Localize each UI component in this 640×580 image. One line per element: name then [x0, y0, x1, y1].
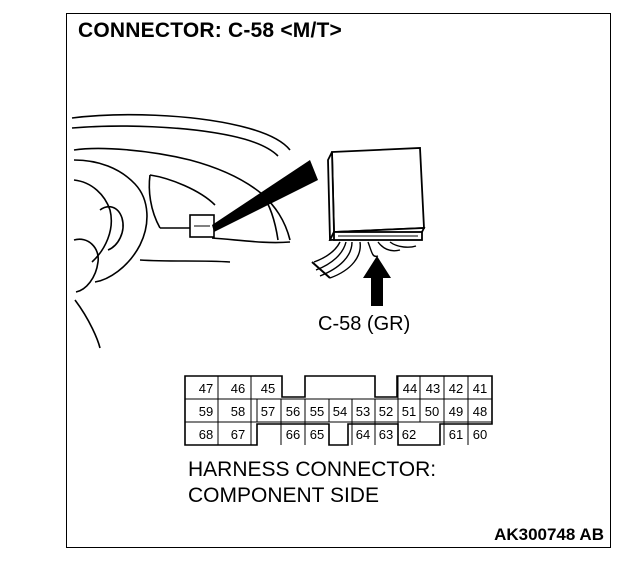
pin-64: 64: [356, 427, 370, 442]
pin-65: 65: [310, 427, 324, 442]
pin-68: 68: [199, 427, 213, 442]
pin-57: 57: [261, 404, 275, 419]
dashboard-drawing: [71, 113, 291, 349]
pin-41: 41: [473, 381, 487, 396]
harness-wires: [311, 241, 417, 279]
connector-label: C-58 (GR): [318, 313, 411, 335]
pin-66: 66: [286, 427, 300, 442]
pin-50: 50: [425, 404, 439, 419]
pin-49: 49: [449, 404, 463, 419]
pointer-wedge: [212, 160, 318, 232]
pin-63: 63: [379, 427, 393, 442]
pin-55: 55: [310, 404, 324, 419]
pin-60: 60: [473, 427, 487, 442]
pin-48: 48: [473, 404, 487, 419]
pin-62: 62: [402, 427, 416, 442]
pin-61: 61: [449, 427, 463, 442]
pin-54: 54: [333, 404, 347, 419]
caption-line-1: HARNESS CONNECTOR:: [188, 458, 437, 481]
figure-code: AK300748 AB: [494, 525, 604, 544]
ecu-module: [327, 147, 426, 241]
diagram-frame: [66, 13, 611, 548]
harness-caption: HARNESS CONNECTOR: COMPONENT SIDE: [188, 457, 436, 509]
caption-line-2: COMPONENT SIDE: [188, 484, 379, 507]
pin-58: 58: [231, 404, 245, 419]
pin-51: 51: [402, 404, 416, 419]
pin-47: 47: [199, 381, 213, 396]
pin-45: 45: [261, 381, 275, 396]
pin-56: 56: [286, 404, 300, 419]
pin-52: 52: [379, 404, 393, 419]
pin-59: 59: [199, 404, 213, 419]
connector-grid: [185, 376, 492, 445]
pin-42: 42: [449, 381, 463, 396]
diagram-title: CONNECTOR: C-58 <M/T>: [78, 19, 343, 42]
pin-43: 43: [426, 381, 440, 396]
pin-67: 67: [231, 427, 245, 442]
pin-53: 53: [356, 404, 370, 419]
up-arrow: [363, 256, 391, 306]
pin-46: 46: [231, 381, 245, 396]
pin-44: 44: [403, 381, 417, 396]
